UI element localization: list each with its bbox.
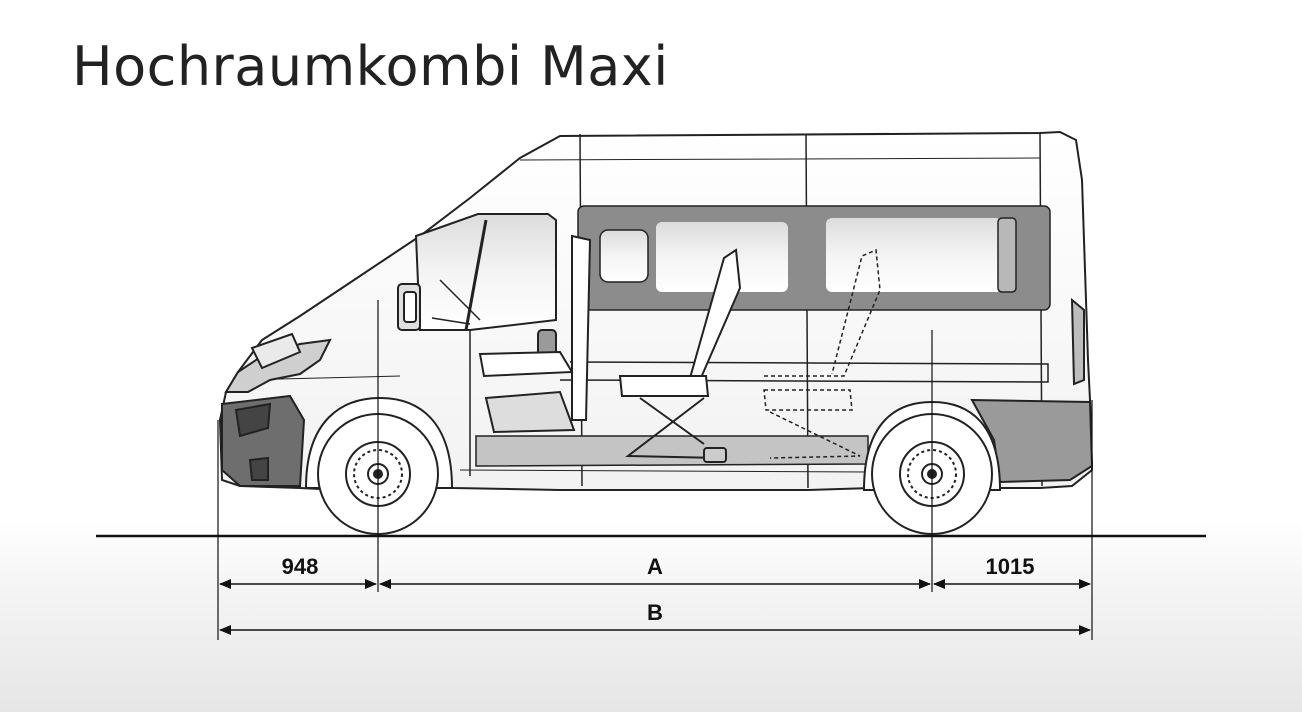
dim-label-rear-overhang: 1015	[986, 554, 1035, 579]
sill-trim	[475, 435, 869, 467]
driver-seat	[478, 234, 592, 434]
dimension-extension-lines	[217, 300, 1093, 640]
page-title: Hochraumkombi Maxi	[72, 35, 669, 98]
dim-label-wheelbase: A	[647, 554, 663, 579]
dim-label-overall-length: B	[647, 600, 663, 625]
folded-seat-outline	[763, 248, 881, 459]
front-end	[221, 332, 332, 487]
dim-label-front-overhang: 948	[282, 554, 319, 579]
rear-bumper	[970, 297, 1094, 484]
side-window-strip	[577, 205, 1051, 311]
passenger-seat	[618, 248, 742, 463]
